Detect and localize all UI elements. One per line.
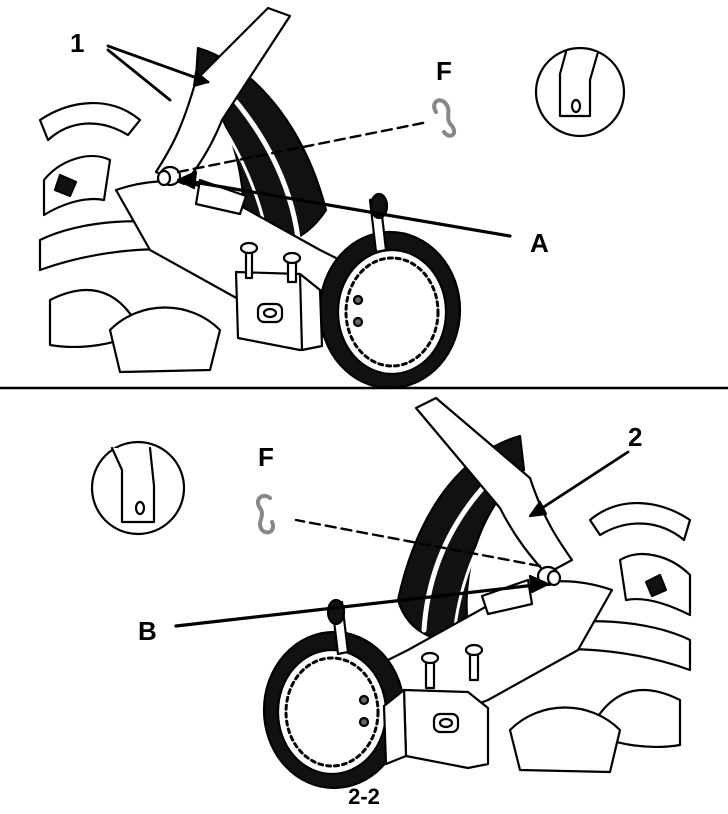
bottom-hairpin-clip-icon (255, 493, 275, 535)
top-handle-arm (154, 6, 292, 186)
top-dashed-guide (176, 120, 430, 174)
top-inset-detail (534, 46, 626, 138)
callout-b: B (138, 616, 157, 646)
bottom-leader-b (174, 582, 546, 628)
top-leader-a (180, 178, 512, 238)
bottom-inset-detail (90, 440, 186, 536)
callout-f-top: F (436, 56, 452, 86)
top-bracket (234, 241, 364, 352)
bottom-bracket (358, 643, 490, 770)
bottom-dashed-guide (294, 518, 542, 568)
callout-2: 2 (628, 422, 642, 452)
figure-number: 2-2 (348, 784, 380, 809)
top-wheel (318, 192, 462, 390)
top-tine-1 (38, 101, 142, 142)
top-hairpin-clip-icon (432, 98, 457, 138)
callout-a: A (530, 228, 549, 258)
top-pin (156, 165, 182, 187)
top-panel (38, 6, 626, 390)
bottom-panel (90, 396, 692, 790)
top-tine-2 (42, 155, 112, 217)
bottom-wheel (262, 598, 406, 790)
callout-f-bottom: F (258, 442, 274, 472)
callout-1: 1 (70, 28, 84, 58)
